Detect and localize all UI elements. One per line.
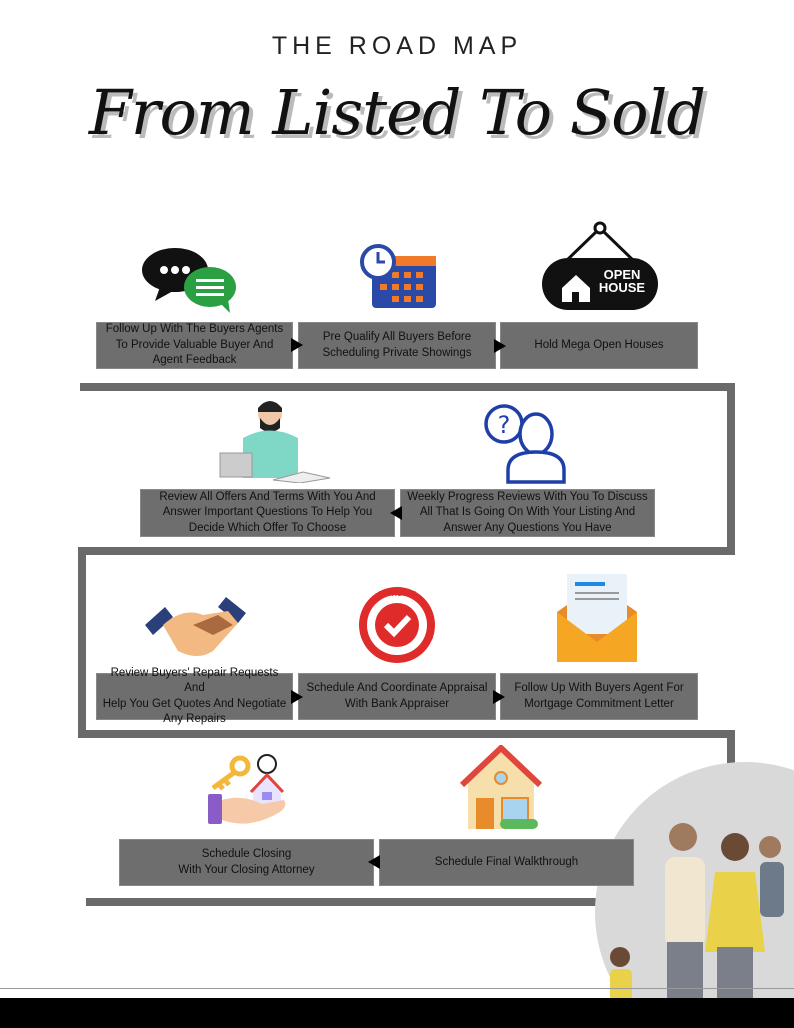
path-line	[86, 898, 606, 906]
footer-bar	[0, 998, 794, 1028]
path-line	[78, 547, 86, 738]
step-box: Schedule Final Walkthrough	[379, 839, 634, 886]
open-house-sign-icon: OPEN HOUSE	[540, 220, 660, 312]
svg-text:?: ?	[498, 411, 511, 439]
step-box: Follow Up With The Buyers Agents To Prov…	[96, 322, 293, 369]
path-line	[80, 383, 735, 391]
step-box: Review Buyers' Repair Requests And Help …	[96, 667, 293, 725]
arrow-right-icon	[291, 690, 303, 704]
arrow-right-icon	[494, 339, 506, 353]
chat-bubbles-icon	[142, 248, 236, 313]
person-question-icon: ?	[484, 404, 566, 484]
approved-stamp-icon: APPROVED	[357, 585, 437, 665]
arrow-left-icon	[390, 506, 402, 520]
calendar-clock-icon	[360, 244, 436, 308]
open-house-sign-text: OPEN HOUSE	[598, 267, 646, 295]
hand-house-key-icon	[208, 754, 286, 824]
stamp-text: APPROVED	[377, 591, 417, 598]
arrow-right-icon	[291, 338, 303, 352]
house-icon	[460, 745, 542, 829]
page-subtitle: THE ROAD MAP	[271, 32, 523, 60]
step-box: Weekly Progress Reviews With You To Disc…	[400, 489, 655, 537]
man-reviewing-papers-icon	[219, 401, 331, 483]
arrow-left-icon	[368, 855, 380, 869]
step-box: Schedule And Coordinate Appraisal With B…	[298, 673, 496, 720]
arrow-right-icon	[493, 690, 505, 704]
envelope-letter-icon	[557, 574, 637, 662]
step-box: Follow Up With Buyers Agent For Mortgage…	[500, 673, 698, 720]
footer-rule	[0, 988, 794, 989]
page-title: From Listed To Sold	[88, 76, 706, 149]
step-box: Pre Qualify All Buyers Before Scheduling…	[298, 322, 496, 369]
step-box: Schedule Closing With Your Closing Attor…	[119, 839, 374, 886]
path-line	[78, 730, 735, 738]
handshake-icon	[145, 597, 246, 656]
family-illustration	[595, 762, 794, 998]
step-box: Review All Offers And Terms With You And…	[140, 489, 395, 537]
path-line	[78, 547, 735, 555]
step-box: Hold Mega Open Houses	[500, 322, 698, 369]
path-line	[727, 383, 735, 555]
path-line	[727, 730, 735, 790]
